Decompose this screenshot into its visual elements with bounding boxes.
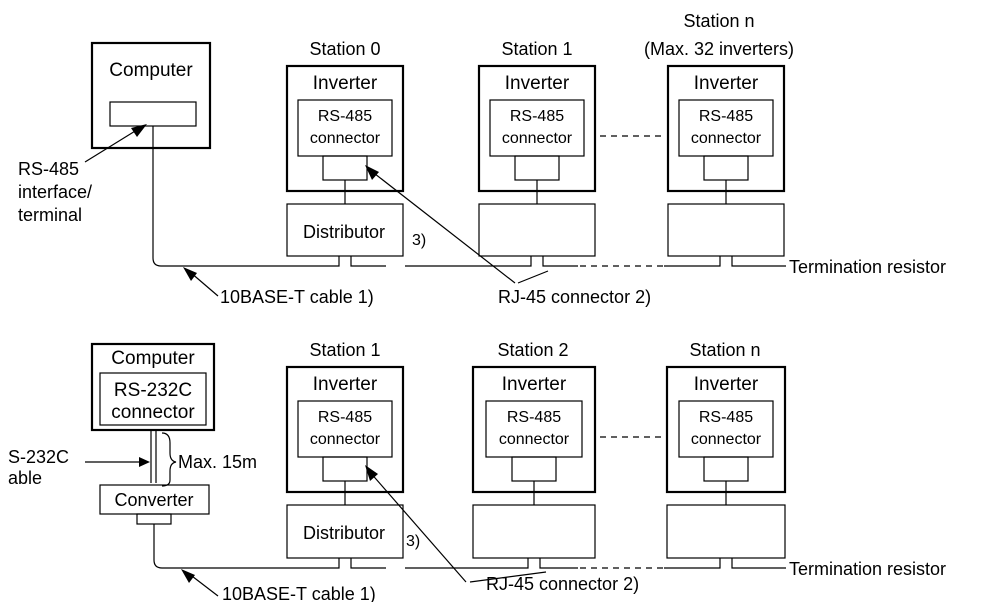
top-interface-arrowhead — [131, 124, 147, 137]
max-length-label: Max. 15m — [178, 452, 257, 472]
bottom-station-1: Station 1 Inverter RS-485 connector Dist… — [270, 340, 405, 569]
connector-label: connector — [691, 130, 762, 147]
inverter-label: Inverter — [505, 73, 570, 94]
top-diagram: Computer RS-485 interface/ terminal Stat… — [18, 11, 946, 307]
bottom-rj45-label: RJ-45 connector 2) — [486, 574, 639, 594]
connector-label: connector — [502, 130, 573, 147]
station-label: Station n — [683, 11, 754, 31]
converter-port — [136, 513, 172, 525]
distributor-box — [666, 504, 786, 559]
rj45-port — [511, 456, 557, 482]
rs485-label: RS-485 — [318, 108, 372, 125]
distributor-box — [478, 203, 596, 257]
top-interface-arrow — [84, 127, 141, 163]
bus-segment — [664, 558, 786, 569]
rs232c-cable-label-2: able — [8, 468, 42, 488]
rs485-label: RS-485 — [699, 108, 753, 125]
rj45-port — [703, 155, 749, 181]
bottom-rj45-arrow — [368, 470, 467, 583]
bottom-station-n: Station n Inverter RS-485 connector — [664, 340, 787, 569]
rs232c-label: RS-232C — [114, 380, 192, 401]
connector-label: connector — [310, 431, 381, 448]
bus-segment — [270, 256, 386, 267]
bottom-cable-label: 10BASE-T cable 1) — [222, 584, 376, 602]
length-brace — [161, 432, 177, 487]
bus-segment — [270, 558, 386, 569]
bottom-termination-label: Termination resistor — [789, 559, 946, 579]
distributor-label: Distributor — [303, 523, 385, 543]
station-label: Station 1 — [501, 39, 572, 59]
connector-label: connector — [310, 130, 381, 147]
rs232c-connector-label: connector — [111, 402, 195, 423]
rs232c-cable-arrowhead — [139, 457, 150, 467]
rs232c-cable-label-1: S-232C — [8, 447, 69, 467]
top-cable-label: 10BASE-T cable 1) — [220, 287, 374, 307]
bottom-computer-box — [90, 342, 216, 432]
bottom-computer-label: Computer — [111, 348, 195, 369]
top-computer-cable — [152, 126, 270, 267]
top-station-n: Station n (Max. 32 inverters) Inverter R… — [644, 11, 794, 267]
inverter-label: Inverter — [694, 374, 759, 395]
connector-label: connector — [499, 431, 570, 448]
rj45-port — [322, 456, 368, 482]
inverter-label: Inverter — [694, 73, 759, 94]
top-note-3: 3) — [412, 232, 426, 249]
bottom-cable-arrowhead — [181, 569, 195, 583]
top-rs485-port — [109, 101, 197, 127]
inverter-label: Inverter — [313, 73, 378, 94]
bottom-note-3: 3) — [406, 533, 420, 550]
top-cable-arrowhead — [183, 267, 197, 281]
station-sublabel: (Max. 32 inverters) — [644, 39, 794, 59]
top-rj45-arrow — [369, 169, 516, 284]
bottom-converter-cable — [153, 524, 270, 569]
rj45-port — [514, 155, 560, 181]
distributor-label: Distributor — [303, 222, 385, 242]
top-interface-label-3: terminal — [18, 205, 82, 225]
distributor-box — [472, 504, 596, 559]
connector-label: connector — [691, 431, 762, 448]
converter-label: Converter — [114, 490, 193, 510]
top-station-1: Station 1 Inverter RS-485 connector — [405, 39, 597, 267]
top-computer-box — [90, 41, 212, 150]
top-termination-label: Termination resistor — [789, 257, 946, 277]
rs232c-connector-box — [99, 372, 207, 426]
rj45-port — [322, 155, 368, 181]
top-rj45-label: RJ-45 connector 2) — [498, 287, 651, 307]
rs485-label: RS-485 — [510, 108, 564, 125]
rs485-label: RS-485 — [699, 409, 753, 426]
bottom-rj45-branch — [469, 571, 547, 583]
rs485-label: RS-485 — [507, 409, 561, 426]
top-computer-label: Computer — [109, 60, 193, 81]
bottom-rj45-arrowhead — [365, 465, 378, 481]
distributor-box — [286, 203, 404, 257]
top-interface-label-1: RS-485 — [18, 159, 79, 179]
station-label: Station 2 — [497, 340, 568, 360]
top-rj45-arrowhead — [365, 165, 379, 180]
rs485-label: RS-485 — [318, 409, 372, 426]
station-label: Station 0 — [309, 39, 380, 59]
bus-segment — [664, 256, 786, 267]
distributor-box — [286, 504, 404, 559]
top-interface-label-2: interface/ — [18, 182, 92, 202]
inverter-label: Inverter — [313, 374, 378, 395]
station-label: Station n — [689, 340, 760, 360]
top-rj45-branch — [517, 270, 549, 284]
bottom-diagram: Computer RS-232C connector S-232C able M… — [8, 340, 946, 602]
bus-segment — [405, 558, 578, 569]
bus-segment — [405, 256, 578, 267]
bottom-station-2: Station 2 Inverter RS-485 connector — [405, 340, 597, 569]
rj45-port — [703, 456, 749, 482]
station-label: Station 1 — [309, 340, 380, 360]
distributor-box — [667, 203, 785, 257]
inverter-label: Inverter — [502, 374, 567, 395]
top-station-0: Station 0 Inverter RS-485 connector Dist… — [270, 39, 405, 267]
